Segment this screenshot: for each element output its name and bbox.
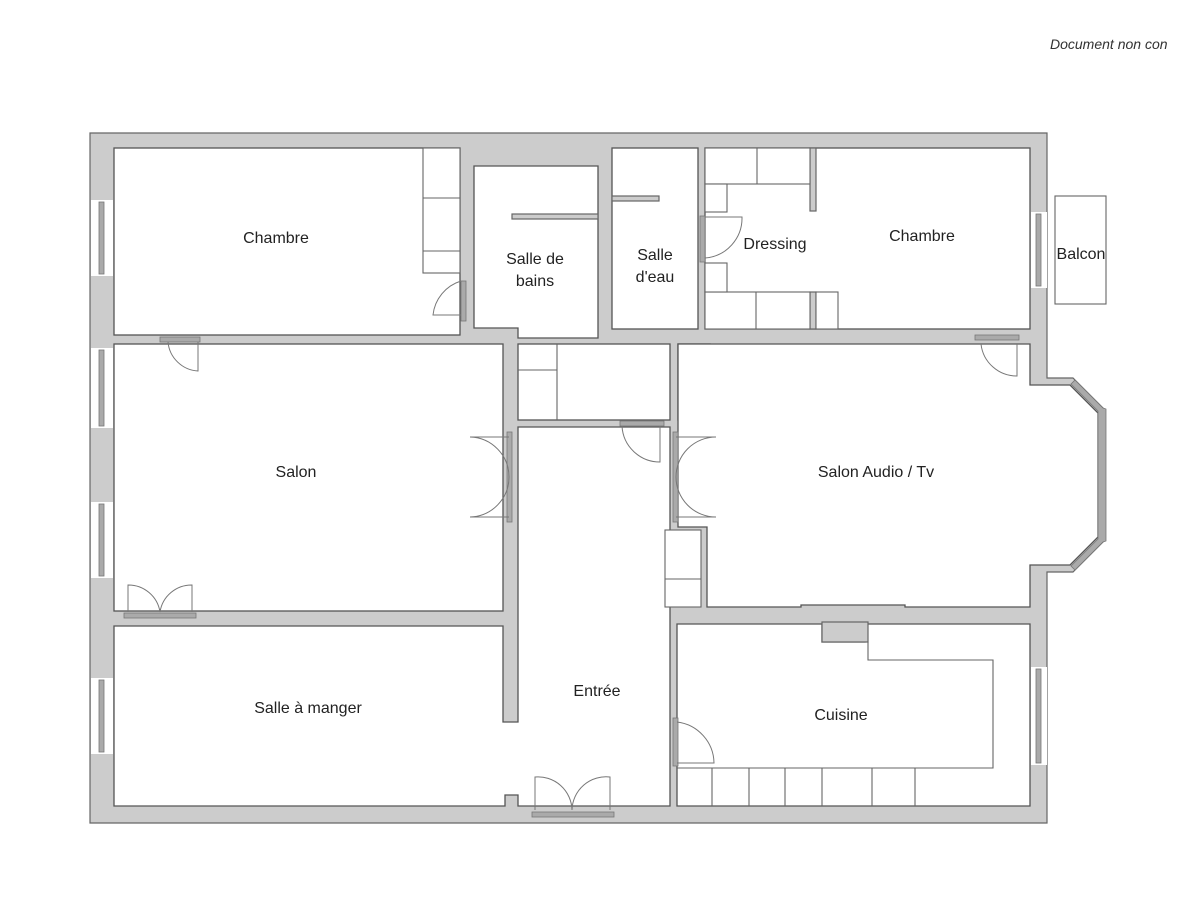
room-chambre-1 (113, 147, 461, 336)
label-salon-audio-tv: Salon Audio / Tv (818, 464, 934, 481)
room-balcon (1054, 195, 1107, 305)
kitchen-pillar (821, 621, 869, 643)
room-storage (517, 343, 671, 421)
label-salle-a-manger: Salle à manger (254, 700, 362, 717)
room-salon-audio-tv (677, 343, 1099, 608)
label-salle-de-bains-2: bains (516, 273, 554, 290)
label-dressing: Dressing (743, 236, 806, 253)
room-salle-de-bains (473, 165, 599, 339)
windows (91, 200, 1107, 765)
label-salle-eau-2: d'eau (636, 269, 675, 286)
label-salle-eau-1: Salle (637, 247, 673, 264)
label-cuisine: Cuisine (814, 707, 867, 724)
label-salle-de-bains-1: Salle de (506, 251, 564, 268)
label-balcon: Balcon (1057, 246, 1106, 263)
label-salon: Salon (276, 464, 317, 481)
label-chambre-1: Chambre (243, 230, 309, 247)
rooms (113, 147, 1099, 807)
room-labels: Chambre Salle de bains Salle d'eau Dress… (243, 228, 1105, 724)
room-salon (113, 343, 504, 612)
label-entree: Entrée (573, 683, 620, 700)
label-chambre-2: Chambre (889, 228, 955, 245)
disclaimer-text: Document non con (1050, 36, 1168, 52)
room-entree (113, 426, 671, 807)
fixtures (422, 147, 994, 806)
room-salle-eau (611, 147, 699, 330)
doors (123, 215, 1020, 818)
